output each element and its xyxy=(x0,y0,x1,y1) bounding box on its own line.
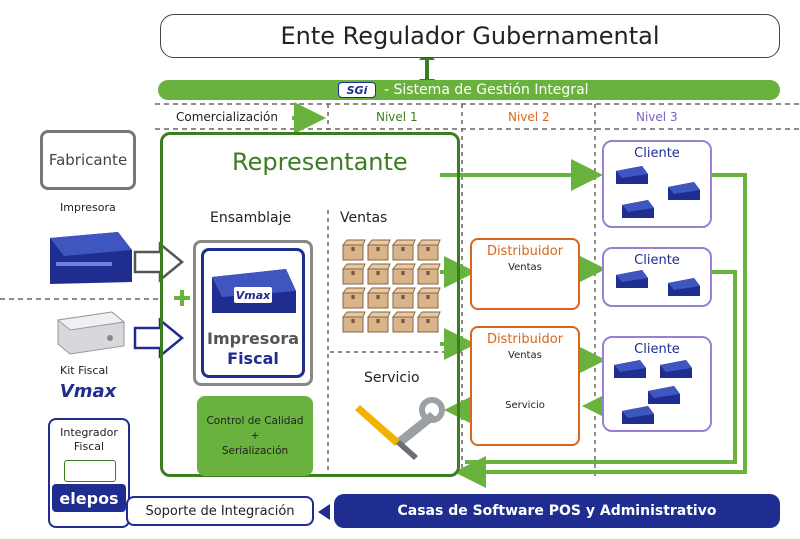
distribuidor1-box: Distribuidor Ventas xyxy=(470,238,580,310)
distribuidor1-title: Distribuidor xyxy=(486,244,564,259)
impresora-fiscal-box: Vmax Impresora Fiscal xyxy=(201,248,305,378)
ensamblaje-title: Ensamblaje xyxy=(210,210,292,226)
cliente1-title: Cliente xyxy=(634,146,680,161)
label-nivel2: Nivel 2 xyxy=(508,110,550,124)
sgi-bar xyxy=(158,80,780,100)
kit-fiscal-label: Kit Fiscal xyxy=(60,364,109,377)
vmax-printer-icon xyxy=(614,360,646,378)
vmax-printer-icon xyxy=(616,270,648,288)
cardboard-box-icon xyxy=(341,263,366,285)
vmax-logo: Vmax xyxy=(59,380,117,402)
cardboard-box-icon xyxy=(366,311,391,333)
soporte-box: Soporte de Integración xyxy=(126,496,314,526)
vmax-printer-icon xyxy=(668,278,700,296)
sgi-label: - Sistema de Gestión Integral xyxy=(384,82,589,98)
label-nivel1: Nivel 1 xyxy=(376,110,418,124)
cardboard-box-icon xyxy=(366,263,391,285)
cardboard-box-icon xyxy=(416,239,441,261)
vmax-printer-icon xyxy=(622,200,654,218)
distribuidor1-ventas: Ventas xyxy=(508,262,542,273)
ventas-title: Ventas xyxy=(340,210,388,226)
vmax-printer-icon xyxy=(660,360,692,378)
casas-software-bar: Casas de Software POS y Administrativo xyxy=(334,494,780,528)
control-calidad-box: Control de Calidad + Serialización xyxy=(197,396,313,476)
cardboard-box-icon xyxy=(366,239,391,261)
cardboard-box-icon xyxy=(391,311,416,333)
vmax-printer-icon xyxy=(668,182,700,200)
label-comercializacion: Comercialización xyxy=(176,110,278,124)
integrador-box: Integrador Fiscal elepos xyxy=(48,418,130,528)
cardboard-box-icon xyxy=(341,287,366,309)
cardboard-box-icon xyxy=(366,287,391,309)
elepos-logo: elepos xyxy=(52,484,126,512)
servicio-title: Servicio xyxy=(364,370,420,386)
chip-icon xyxy=(64,460,116,482)
cardboard-box-icon xyxy=(416,263,441,285)
distribuidor2-box: Distribuidor Ventas Servicio xyxy=(470,326,580,446)
cliente2-title: Cliente xyxy=(634,253,680,268)
cardboard-box-icon xyxy=(341,239,366,261)
ente-regulador-box: Ente Regulador Gubernamental xyxy=(160,14,780,58)
vmax-printer-icon xyxy=(616,166,648,184)
cardboard-box-icon xyxy=(391,287,416,309)
cardboard-box-icon xyxy=(341,311,366,333)
representante-title: Representante xyxy=(232,148,408,176)
cardboard-box-icon xyxy=(391,263,416,285)
integrador-title: Integrador Fiscal xyxy=(60,426,118,453)
distribuidor2-ventas: Ventas xyxy=(508,350,542,361)
fabricante-box: Fabricante xyxy=(40,130,136,190)
ente-regulador-label: Ente Regulador Gubernamental xyxy=(280,22,660,50)
cliente3-title: Cliente xyxy=(634,342,680,357)
vmax-printer-icon xyxy=(622,406,654,424)
sgi-logo: SGi xyxy=(338,82,376,98)
cardboard-box-icon xyxy=(416,287,441,309)
impresora-label: Impresora xyxy=(206,329,300,348)
vmax-printer-icon xyxy=(648,386,680,404)
fiscal-label: Fiscal xyxy=(227,349,279,368)
cliente3-box: Cliente xyxy=(602,336,712,432)
fabricante-sub: Impresora xyxy=(60,201,116,214)
distribuidor2-servicio: Servicio xyxy=(505,400,545,411)
representante-box xyxy=(160,132,460,477)
label-nivel3: Nivel 3 xyxy=(636,110,678,124)
distribuidor2-title: Distribuidor xyxy=(486,332,564,347)
impresora-vmax-logo: Vmax xyxy=(234,287,272,303)
cardboard-box-icon xyxy=(391,239,416,261)
cardboard-box-icon xyxy=(416,311,441,333)
